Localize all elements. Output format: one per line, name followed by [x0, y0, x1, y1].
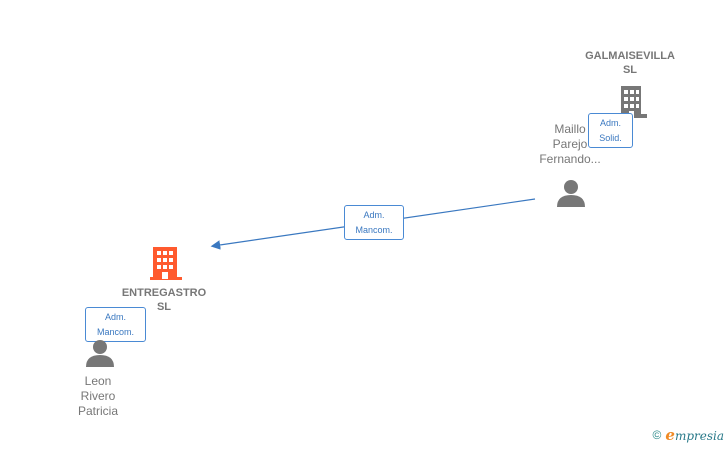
company-name-line2: SL — [156, 301, 172, 313]
building-icon[interactable] — [150, 245, 182, 281]
person-line2: Parejo — [552, 137, 588, 151]
role-line2: Mancom. — [355, 225, 393, 235]
copyright-icon: © — [652, 428, 662, 442]
person-line1: Leon — [84, 374, 112, 388]
company-name-line1: ENTREGASTRO — [121, 287, 207, 299]
role-line1: Adm. — [363, 210, 385, 220]
company-name-line2: SL — [622, 64, 638, 76]
person-line1: Maillo — [554, 122, 586, 136]
empresia-watermark: © empresia — [653, 426, 724, 444]
role-line1: Adm. — [599, 118, 621, 128]
role-line2: Mancom. — [96, 327, 134, 337]
company-name-entregastro[interactable]: ENTREGASTRO SL — [108, 286, 220, 314]
empresia-brand: mpresia — [674, 429, 724, 443]
company-name-line1: GALMAISEVILLA — [585, 50, 675, 62]
person-line3: Fernando... — [539, 152, 601, 166]
person-name-maillo[interactable]: Maillo Parejo Fernando... — [528, 122, 612, 167]
person-icon[interactable] — [85, 338, 115, 368]
role-line2: Solid. — [599, 133, 622, 143]
role-line1: Adm. — [104, 312, 126, 322]
person-line2: Rivero — [80, 389, 116, 403]
company-name-galmaisevilla[interactable]: GALMAISEVILLA SL — [580, 49, 680, 77]
empresia-logo-letter: e — [665, 426, 675, 444]
person-icon[interactable] — [556, 178, 586, 208]
role-badge-adm-mancom-leon[interactable]: Adm. Mancom. — [85, 307, 146, 342]
role-badge-adm-solid[interactable]: Adm. Solid. — [588, 113, 633, 148]
person-name-leon[interactable]: Leon Rivero Patricia — [58, 374, 138, 419]
role-badge-adm-mancom-edge[interactable]: Adm. Mancom. — [344, 205, 404, 240]
person-line3: Patricia — [77, 404, 118, 418]
